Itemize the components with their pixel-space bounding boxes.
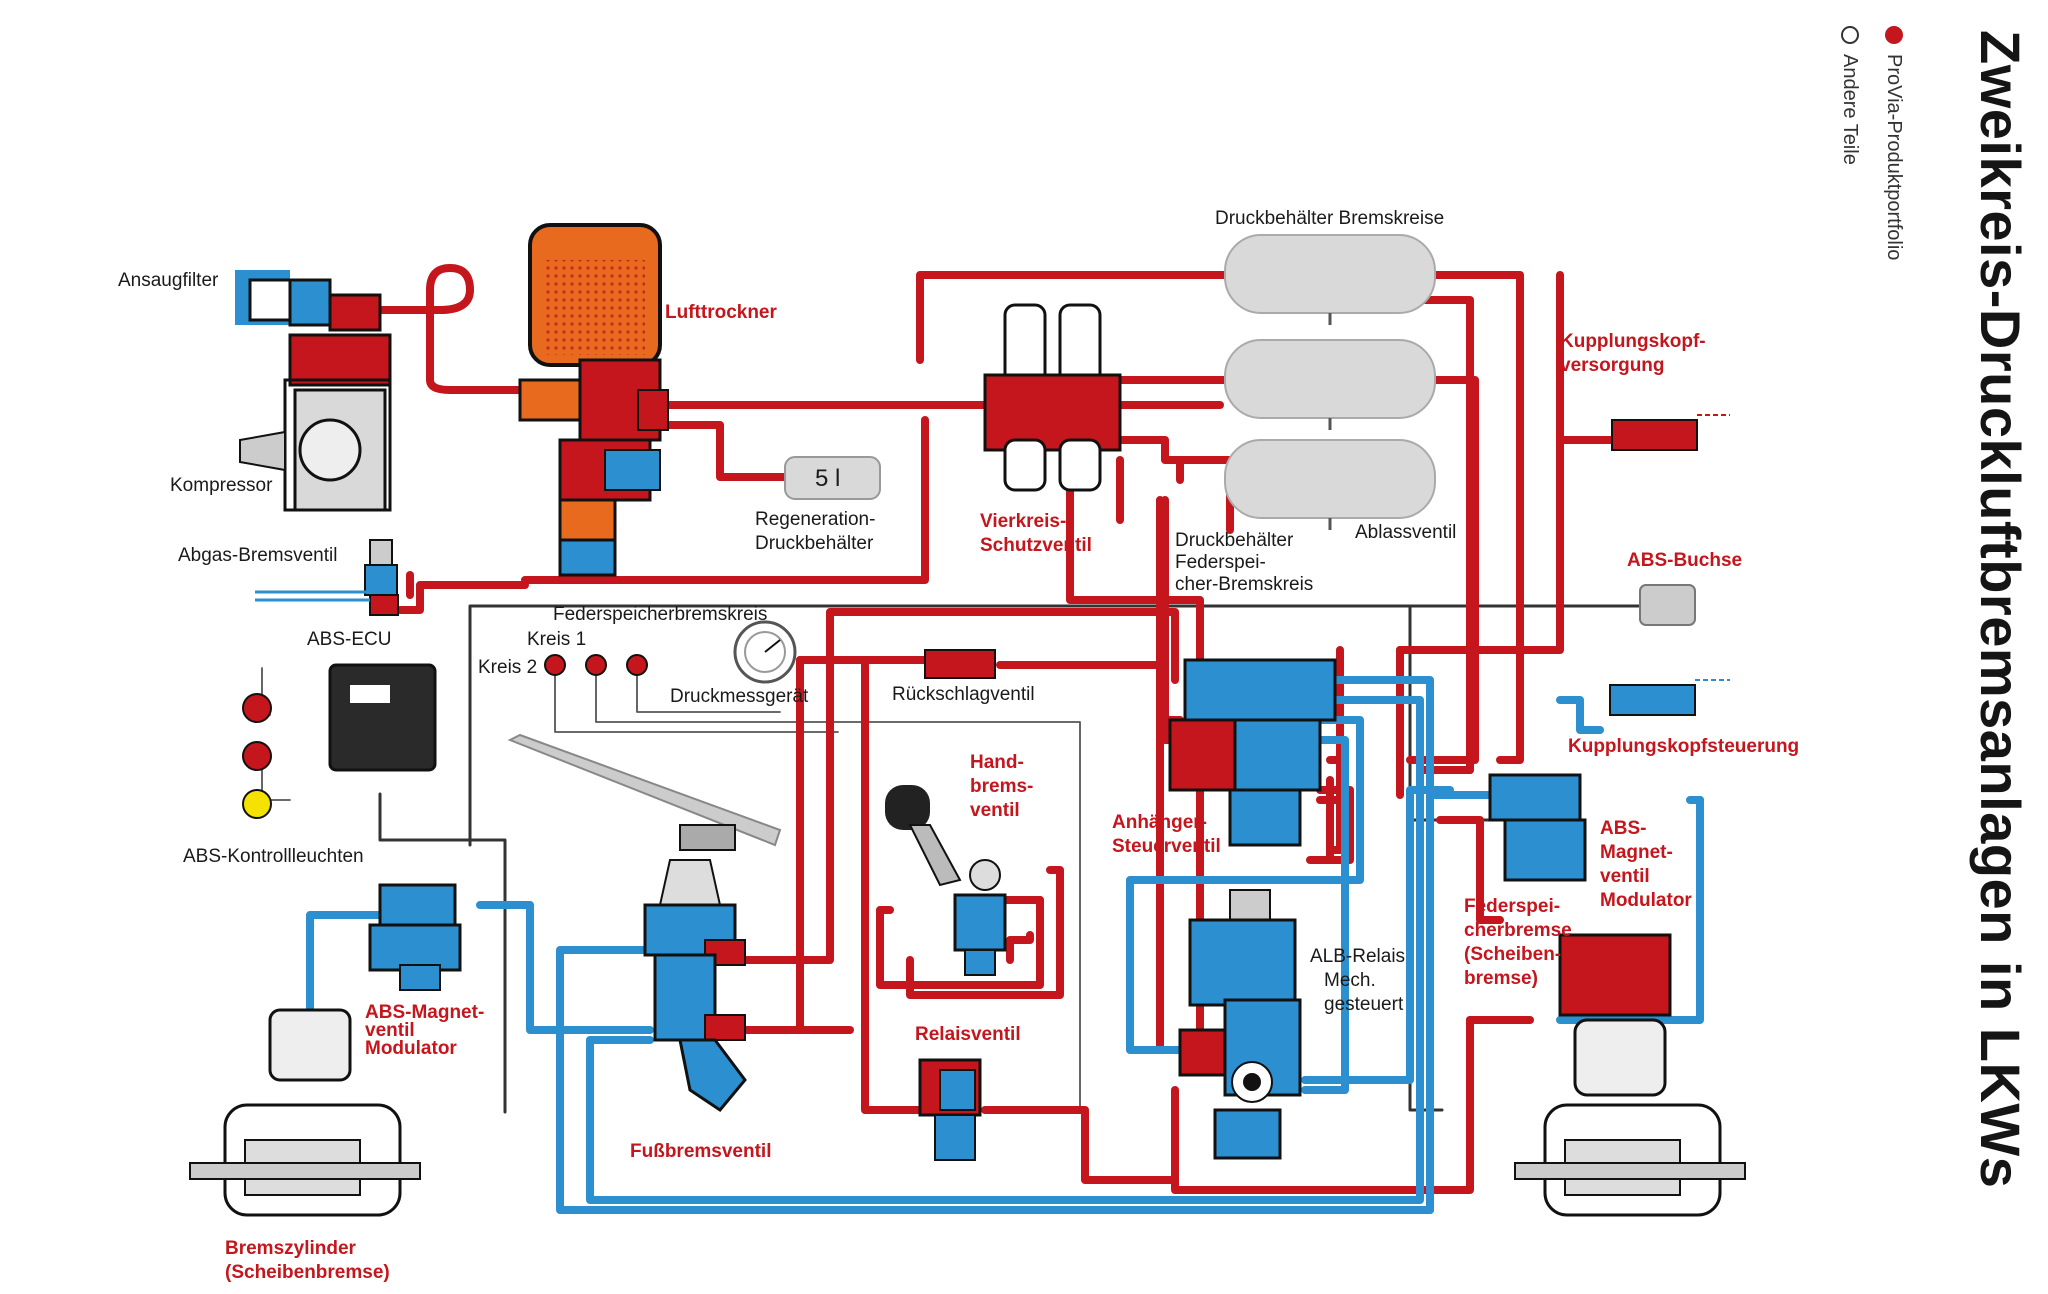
page-title: Zweikreis-Druckluftbremsanlagen in LKWs [1969,30,2032,1189]
air-dryer [518,223,669,577]
label-kupplungskopf-versorgung-1: Kupplungskopf- [1560,331,1706,352]
relay-valve [918,1058,982,1161]
four-circuit-protection-valve [983,303,1122,492]
label-alb-3: gesteuert [1324,994,1404,1015]
electric-lines [378,604,1682,1114]
label-abs-mod-left-2: ventil [365,1020,415,1041]
label-bremszylinder-2: (Scheibenbremse) [225,1262,390,1283]
brake-cylinder-left [189,1008,421,1217]
label-vierkreis-1: Vierkreis- [980,511,1066,532]
abs-warning-lights [242,693,272,819]
legend-label-provia: ProVia-Produktportfolio [1883,54,1905,261]
label-kreis-1: Kreis 1 [527,629,586,650]
label-anhaenger-2: Steuerventil [1112,836,1221,857]
label-druckmessgeraet: Druckmessgerät [670,686,809,707]
label-federspeicherbremskreis: Federspeicherbremskreis [553,604,767,625]
label-federspeicher-tank-1: Druckbehälter [1175,530,1294,551]
label-kompressor: Kompressor [170,475,273,496]
abs-socket [1639,584,1696,626]
label-bremszylinder-1: Bremszylinder [225,1238,357,1259]
label-rueckschlagventil: Rückschlagventil [892,684,1035,705]
check-valve [924,649,996,679]
abs-ecu [328,663,437,772]
label-abs-mod-right-3: ventil [1600,866,1650,887]
label-kupplungskopf-versorgung-2: versorgung [1560,355,1665,376]
label-abs-ecu: ABS-ECU [307,629,391,650]
spring-brake-right [1514,933,1746,1217]
label-abs-mod-left-1: ABS-Magnet- [365,1002,484,1023]
label-federspeicherbremse-2: cherbremse [1464,920,1572,941]
exhaust-brake-valve [255,539,399,616]
label-abs-mod-left-3: Modulator [365,1038,457,1059]
label-kupplungskopfsteuerung: Kupplungskopfsteuerung [1568,736,1799,757]
label-ablassventil: Ablassventil [1355,522,1456,543]
alb-relay-valve [1178,889,1302,1160]
label-federspeicherbremse-1: Federspei- [1464,896,1560,917]
spring-brake-gauge-points [544,620,797,684]
label-abs-buchse: ABS-Buchse [1627,550,1742,571]
coupling-head-control [1609,679,1730,716]
coupling-head-supply [1611,414,1730,451]
label-federspeicher-tank-3: cher-Bremskreis [1175,574,1313,595]
label-tank-volume: 5 l [815,465,840,492]
label-anhaenger-1: Anhänger- [1112,812,1207,833]
compressor-unit [235,270,392,512]
label-druckbehaelter-bremskreise: Druckbehälter Bremskreise [1215,208,1444,229]
legend-white-dot [1840,26,1859,44]
hand-brake-valve [885,785,1007,976]
foot-brake-valve [507,733,782,1112]
legend-item-other: Andere Teile [1838,26,1861,165]
brake-circuit-tanks [1224,234,1436,530]
label-abs-kontrollleuchten: ABS-Kontrollleuchten [183,846,364,867]
label-relaisventil: Relaisventil [915,1024,1021,1045]
label-abs-mod-right-2: Magnet- [1600,842,1673,863]
label-kreis-2: Kreis 2 [478,657,537,678]
label-regeneration-2: Druckbehälter [755,533,874,554]
label-handbrems-1: Hand- [970,752,1024,773]
legend-red-dot [1884,26,1903,44]
label-alb-2: Mech. [1324,970,1376,991]
label-handbrems-2: brems- [970,776,1033,797]
label-lufttrockner: Lufttrockner [665,302,778,323]
trailer-control-valve [1168,658,1337,847]
abs-modulator-left [368,883,462,991]
legend-item-provia: ProVia-Produktportfolio [1882,26,1905,260]
label-federspeicherbremse-4: bremse) [1464,968,1538,989]
abs-modulator-right [1488,773,1587,882]
label-alb-1: ALB-Relais [1310,946,1405,967]
label-abs-mod-right-4: Modulator [1600,890,1692,911]
label-ansaugfilter: Ansaugfilter [118,270,219,291]
label-abgas-bremsventil: Abgas-Bremsventil [178,545,337,566]
label-regeneration-1: Regeneration- [755,509,875,530]
blue-air-lines [306,676,1704,1214]
label-federspeicher-tank-2: Federspei- [1175,552,1266,573]
label-abs-mod-right-1: ABS- [1600,818,1646,839]
label-vierkreis-2: Schutzventil [980,535,1092,556]
label-federspeicherbremse-3: (Scheiben- [1464,944,1561,965]
regeneration-tank [784,456,881,500]
label-handbrems-3: ventil [970,800,1020,821]
legend-label-other: Andere Teile [1839,54,1861,165]
label-fussbremsventil: Fußbremsventil [630,1141,771,1162]
